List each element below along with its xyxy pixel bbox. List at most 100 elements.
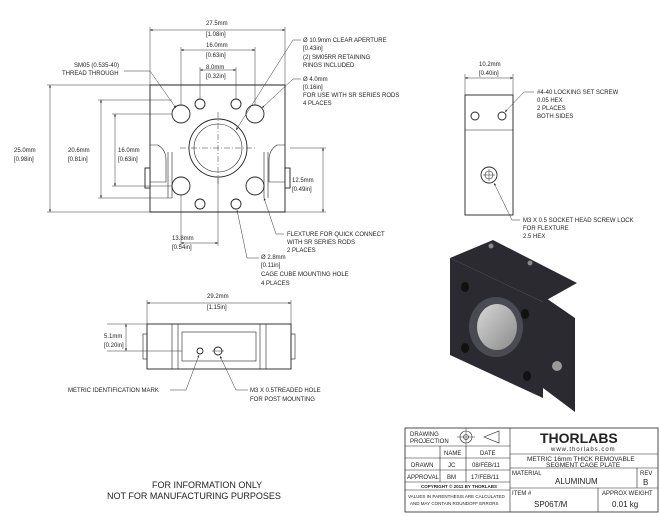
- dim-inner-spacing: 8.0mm: [206, 65, 224, 71]
- callout-aperture-3: (2) SM05RR RETAINING: [303, 55, 371, 61]
- callout-flexure-3: 2 PLACES: [287, 248, 316, 254]
- right-tab: [284, 167, 291, 189]
- iso-body-side: [543, 296, 575, 412]
- copyright: COPYRIGHT © 2011 BY THORLABS: [421, 483, 497, 489]
- dim-side-width: 10.2mm: [479, 62, 501, 68]
- flexure-slot-left: [167, 152, 173, 198]
- dim-width-in: [1.08in]: [206, 32, 226, 38]
- callout-cage-3: CAGE CUBE MOUNTING HOLE: [261, 272, 349, 278]
- callout-flexure-1: FLEXTURE FOR QUICK CONNECT: [287, 232, 385, 238]
- callout-thread-1: SM05 (0.535-40): [74, 63, 119, 69]
- right-notch: [268, 144, 285, 183]
- rod-hole-tr: [245, 104, 265, 124]
- item-value: SP06T/M: [534, 500, 568, 509]
- callout-cage-4: 4 PLACES: [261, 281, 290, 287]
- callout-aperture-1: Ø 10.9mm CLEAR APERTURE: [303, 38, 387, 44]
- callout-cage-1: Ø 2.8mm: [261, 255, 286, 261]
- set-screw-left: [470, 111, 480, 121]
- rod-hole-bl: [171, 176, 191, 196]
- callout-set-screw-3: 2 PLACES: [537, 106, 566, 112]
- cage-hole-2: [230, 98, 242, 110]
- material-label: MATERIAL: [512, 471, 542, 477]
- dim-inner-spacing-in: [0.32in]: [206, 74, 226, 80]
- weight-value: 0.01 kg: [612, 500, 638, 509]
- title-line-1: METRIC 16mm THICK REMOVABLE: [527, 456, 635, 463]
- callout-set-screw-1: #4-40 LOCKING SET SCREW: [537, 90, 619, 96]
- iso-body-top: [450, 240, 577, 302]
- callout-cap-screw-2: FOR FLEXTURE: [523, 226, 569, 232]
- dim-offset: 13.8mm: [172, 236, 194, 242]
- bottom-body-outline: [146, 323, 292, 370]
- cage-hole-1: [194, 98, 206, 110]
- row-approval-date: 17/FEB/11: [471, 475, 500, 481]
- row-drawn-name: JC: [448, 463, 456, 469]
- callout-thread-2: THREAD THROUGH: [62, 71, 119, 77]
- set-screw-right: [497, 111, 507, 121]
- callout-flexure-2: WITH SR SERIES RODS: [287, 240, 355, 246]
- callout-aperture-4: RINGS INCLUDED: [303, 63, 355, 69]
- callout-rods-1: Ø 4.0mm: [303, 77, 328, 83]
- dim-side-width-in: [0.40in]: [479, 71, 499, 77]
- side-view: 10.2mm [0.40in] #4-40 LOCKING SET SCREW …: [464, 62, 634, 240]
- row-drawn-label: DRAWN: [411, 463, 433, 469]
- dim-h2-in: [0.81in]: [68, 157, 88, 163]
- dim-rod-spacing: 16.0mm: [206, 43, 228, 49]
- row-approval-label: APPROVAL: [407, 475, 440, 481]
- projection-label-1: DRAWING: [410, 432, 439, 438]
- disclaimer-line-2: NOT FOR MANUFACTURING PURPOSES: [107, 491, 281, 501]
- dim-height: 25.0mm: [14, 148, 36, 154]
- callout-cage-2: [0.11in]: [261, 263, 281, 269]
- dim-h4-in: [0.49in]: [292, 187, 312, 193]
- bottom-view: 29.2mm [1.15in] 5.1mm [0.20in] METRIC ID…: [68, 294, 321, 403]
- flexure-slot-right: [263, 152, 269, 198]
- item-label: ITEM #: [512, 491, 532, 497]
- date-header: DATE: [480, 451, 496, 457]
- dim-offset-in: [0.54in]: [172, 245, 192, 251]
- row-approval-name: BM: [447, 475, 456, 481]
- note-1: VALUES IN PARENTHESIS ARE CALCULATED: [408, 494, 506, 499]
- callout-rods-4: 4 PLACES: [303, 101, 332, 107]
- material-value: ALUMINUM: [555, 477, 598, 486]
- dim-height-in: [0.98in]: [14, 157, 34, 163]
- brand-website: www.thorlabs.com: [550, 447, 616, 453]
- dim-h2: 20.6mm: [68, 148, 90, 154]
- left-tab: [144, 167, 151, 189]
- isometric-view: [450, 240, 577, 412]
- callout-metric-mark: METRIC IDENTIFICATION MARK: [68, 388, 159, 394]
- dim-bottom-depth-in: [0.20in]: [104, 343, 124, 349]
- note-2: AND MAY CONTAIN ROUNDOFF ERRORS: [410, 501, 499, 506]
- metric-mark: [196, 347, 204, 355]
- cage-hole-4: [230, 198, 242, 210]
- dim-rod-spacing-in: [0.63in]: [206, 53, 226, 59]
- rod-hole-br: [245, 176, 265, 196]
- projection-symbol-icon: [457, 428, 500, 446]
- callout-set-screw-2: 0.05 HEX: [537, 98, 563, 104]
- cage-hole-3: [194, 198, 206, 210]
- rev-value: B: [643, 478, 648, 487]
- callout-set-screw-4: BOTH SIDES: [537, 114, 573, 120]
- callout-rods-3: FOR USE WITH SR SERIES RODS: [303, 93, 399, 99]
- dim-h4: 12.5mm: [292, 178, 314, 184]
- iso-lens: [477, 304, 517, 350]
- dim-bottom-width: 29.2mm: [207, 294, 229, 300]
- title-block: DRAWING PROJECTION NAME DATE DRAWN JC 08…: [404, 427, 659, 513]
- disclaimer-line-1: FOR INFORMATION ONLY: [152, 480, 262, 490]
- rev-label: REV: [640, 471, 652, 477]
- weight-label: APPROX WEIGHT: [602, 491, 653, 497]
- dim-h3: 16.0mm: [118, 148, 140, 154]
- row-drawn-date: 08/FEB/11: [472, 463, 501, 469]
- dim-h3-in: [0.63in]: [118, 157, 138, 163]
- front-view: 27.5mm [1.08in] 16.0mm [0.63in] 8.0mm [0…: [14, 21, 399, 287]
- dim-bottom-width-in: [1.15in]: [207, 305, 227, 311]
- dim-width: 27.5mm: [206, 21, 228, 27]
- brand-logo: THORLABS: [540, 430, 618, 446]
- callout-post-hole-1: M3 X 0.5TREADED HOLE: [250, 388, 321, 394]
- callout-cap-screw-1: M3 X 0.5 SOCKET HEAD SCREW LOCK: [523, 218, 634, 224]
- callout-aperture-2: [0.43in]: [303, 46, 323, 52]
- title-line-2: SEGMENT CAGE PLATE: [546, 462, 621, 469]
- callout-cap-screw-3: 2.5 HEX: [523, 234, 545, 240]
- projection-label-2: PROJECTION: [410, 439, 449, 445]
- rod-hole-tl: [171, 104, 191, 124]
- dim-bottom-depth: 5.1mm: [104, 334, 122, 340]
